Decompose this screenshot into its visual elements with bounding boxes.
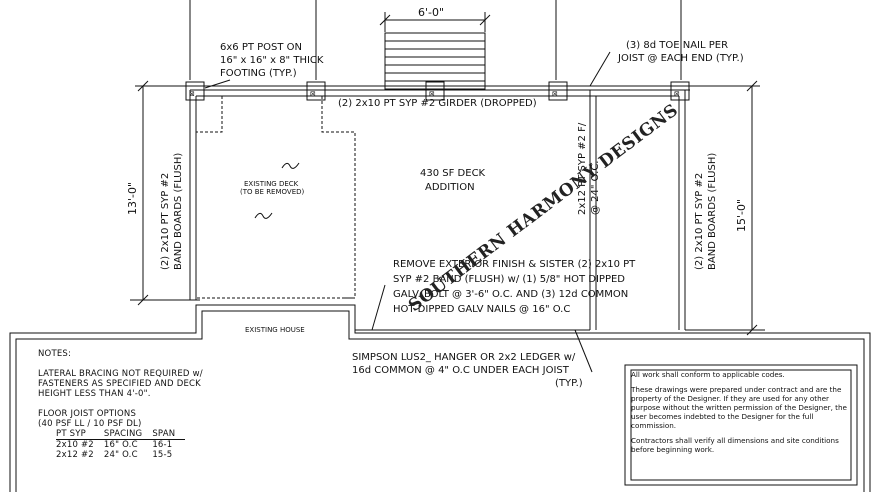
svg-text:EXISTING DECK: EXISTING DECK <box>244 180 299 188</box>
svg-text:(TO BE REMOVED): (TO BE REMOVED) <box>240 188 305 196</box>
table-header: PT SYP <box>56 429 104 440</box>
existing-house-label: EXISTING HOUSE <box>245 326 305 334</box>
remove-finish-note: REMOVE EXTERIOR FINISH & SISTER (2) 2x10… <box>393 259 636 315</box>
svg-text:BAND BOARDS (FLUSH): BAND BOARDS (FLUSH) <box>173 153 184 270</box>
right-depth-dimension: 15'-0" <box>735 199 748 232</box>
disclaimer-box: All work shall conform to applicable cod… <box>631 370 849 478</box>
girder-label: (2) 2x10 PT SYP #2 GIRDER (DROPPED) <box>338 98 537 109</box>
post-note: 6x6 PT POST ON 16" x 16" x 8" THICK FOOT… <box>220 42 324 79</box>
table-header: SPAN <box>152 429 186 440</box>
svg-text:SYP #2 BAND (FLUSH) w/ (1) 5/8: SYP #2 BAND (FLUSH) w/ (1) 5/8" HOT DIPP… <box>393 274 625 285</box>
joist-options-table: PT SYP SPACING SPAN 2x10 #2 16" O.C 16-1… <box>56 429 186 460</box>
disclaimer-verify: Contractors shall verify all dimensions … <box>631 436 839 454</box>
svg-text:BAND BOARDS (FLUSH): BAND BOARDS (FLUSH) <box>707 153 718 270</box>
svg-text:HOT DIPPED GALV NAILS @ 16" O.: HOT DIPPED GALV NAILS @ 16" O.C <box>393 304 570 315</box>
svg-text:GALV. BOLT @ 3'-6" O.C. AND (3: GALV. BOLT @ 3'-6" O.C. AND (3) 12d COMM… <box>393 289 628 300</box>
disclaimer-ownership: These drawings were prepared under contr… <box>631 385 847 430</box>
svg-text:(2) 2x10 PT SYP #2: (2) 2x10 PT SYP #2 <box>694 173 705 270</box>
svg-text:JOIST @ EACH END (TYP.): JOIST @ EACH END (TYP.) <box>617 53 744 64</box>
svg-text:16d COMMON @ 4" O.C UNDER EACH: 16d COMMON @ 4" O.C UNDER EACH JOIST <box>352 365 570 376</box>
left-band-note: (2) 2x10 PT SYP #2 BAND BOARDS (FLUSH) <box>160 153 184 270</box>
svg-text:(TYP.): (TYP.) <box>555 378 583 389</box>
svg-text:⊠: ⊠ <box>674 90 680 98</box>
svg-text:SIMPSON LUS2_ HANGER OR 2x2 LE: SIMPSON LUS2_ HANGER OR 2x2 LEDGER w/ <box>352 352 576 363</box>
top-dimension-label: 6'-0" <box>418 6 444 19</box>
svg-text:6x6 PT POST ON: 6x6 PT POST ON <box>220 42 302 53</box>
existing-deck-label: EXISTING DECK (TO BE REMOVED) <box>240 180 305 196</box>
table-row: 2x12 #2 24" O.C 15-5 <box>56 450 173 460</box>
svg-text:2x12 PT SYP #2 F/: 2x12 PT SYP #2 F/ <box>577 122 588 215</box>
left-depth-dimension: 13'-0" <box>126 182 139 215</box>
svg-text:⊠: ⊠ <box>189 90 195 98</box>
notes-heading: NOTES: <box>38 349 72 359</box>
svg-text:16" x 16" x 8" THICK: 16" x 16" x 8" THICK <box>220 55 324 66</box>
simpson-note: SIMPSON LUS2_ HANGER OR 2x2 LEDGER w/ 16… <box>352 352 583 389</box>
toenail-note: (3) 8d TOE NAIL PER JOIST @ EACH END (TY… <box>617 40 744 64</box>
table-header: SPACING <box>103 429 153 440</box>
general-notes: NOTES: LATERAL BRACING NOT REQUIRED w/ F… <box>38 349 268 460</box>
bracing-note: LATERAL BRACING NOT REQUIRED w/ FASTENER… <box>38 369 203 399</box>
svg-text:(2) 2x10 PT SYP #2: (2) 2x10 PT SYP #2 <box>160 173 171 270</box>
svg-text:430 SF DECK: 430 SF DECK <box>420 168 486 179</box>
svg-text:@ 24" O.C.: @ 24" O.C. <box>590 161 601 216</box>
right-band-note: (2) 2x10 PT SYP #2 BAND BOARDS (FLUSH) <box>694 153 718 270</box>
svg-text:⊠: ⊠ <box>429 90 435 98</box>
joist-label: 2x12 PT SYP #2 F/ @ 24" O.C. <box>577 122 601 215</box>
deck-addition-label: 430 SF DECK ADDITION <box>420 168 486 193</box>
stair <box>384 32 486 90</box>
svg-text:REMOVE EXTERIOR FINISH & SISTE: REMOVE EXTERIOR FINISH & SISTER (2) 2x10… <box>393 259 636 270</box>
svg-text:⊠: ⊠ <box>552 90 558 98</box>
svg-text:(3) 8d TOE NAIL PER: (3) 8d TOE NAIL PER <box>626 40 728 51</box>
table-row: 2x10 #2 16" O.C 16-1 <box>56 440 173 450</box>
post-markers: ⊠ ⊠ ⊠ ⊠ ⊠ <box>185 81 690 101</box>
joist-options-title: FLOOR JOIST OPTIONS (40 PSF LL / 10 PSF … <box>38 409 142 429</box>
svg-text:FOOTING (TYP.): FOOTING (TYP.) <box>220 68 297 79</box>
disclaimer-codes: All work shall conform to applicable cod… <box>631 370 785 379</box>
svg-text:⊠: ⊠ <box>310 90 316 98</box>
svg-text:ADDITION: ADDITION <box>425 182 475 193</box>
